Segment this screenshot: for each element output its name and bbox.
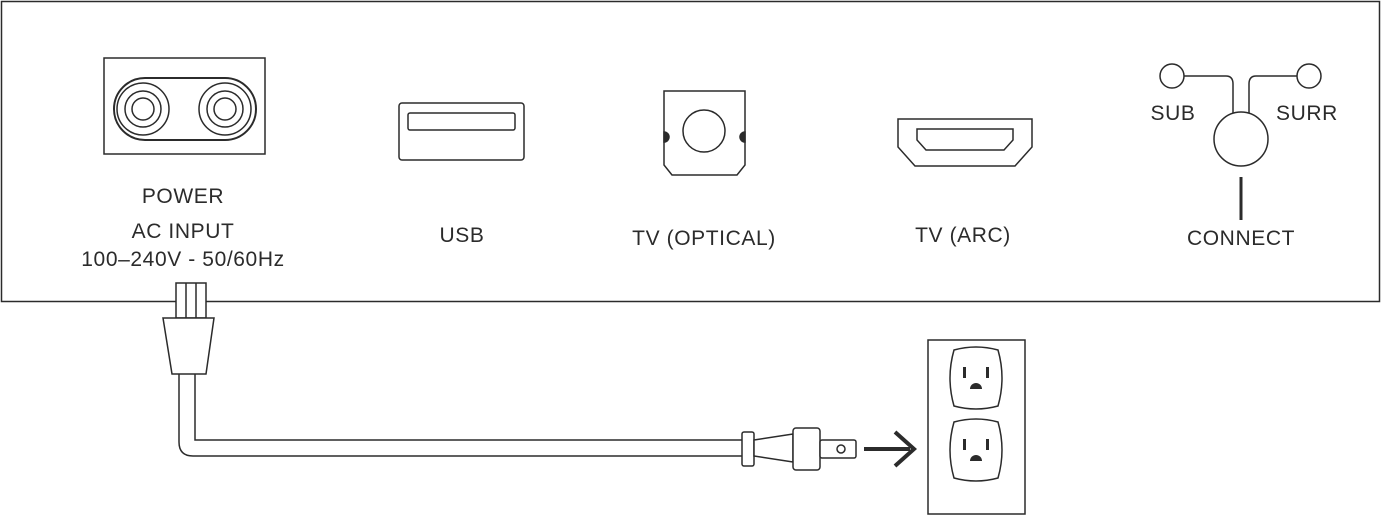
connect-jack-icon [1159,63,1322,220]
wall-plug-icon [741,427,857,471]
power-plug-icon [162,282,215,375]
ac-power-socket-icon [103,57,266,155]
usb-label: USB [439,224,485,247]
surr-label: SURR [1276,102,1338,125]
ac-input-label: AC INPUT [131,220,235,243]
power-cord [178,374,746,457]
optical-label: TV (OPTICAL) [632,227,776,250]
wall-outlet-icon [927,339,1026,515]
optical-port-icon [663,90,746,176]
hdmi-arc-port-icon [897,118,1033,167]
arc-label: TV (ARC) [915,224,1011,247]
voltage-label: 100–240V - 50/60Hz [81,248,285,271]
sub-label: SUB [1150,102,1196,125]
power-label: POWER [141,185,225,208]
rear-panel [0,0,1381,303]
arrow-right-icon [864,430,917,468]
connect-label: CONNECT [1186,227,1296,250]
usb-port-icon [398,102,525,161]
